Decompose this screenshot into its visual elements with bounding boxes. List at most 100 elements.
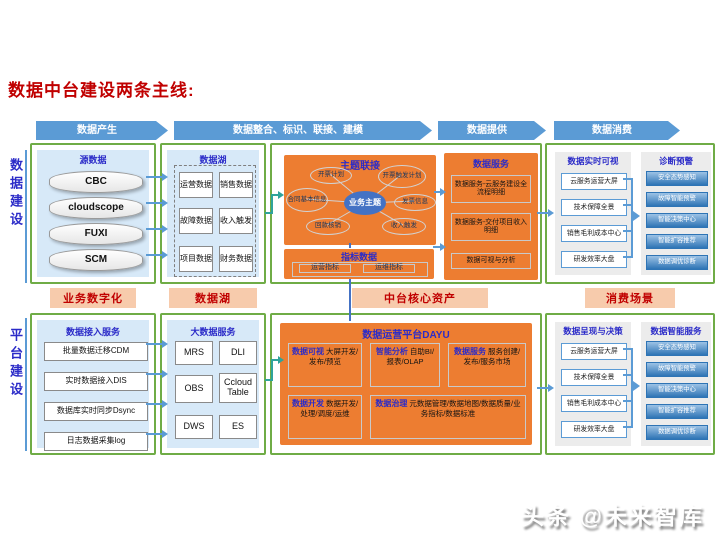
side-bracket-bottom — [25, 318, 27, 451]
bigdata-item: Ccloud Table — [219, 373, 257, 403]
connector-realtime — [623, 230, 632, 232]
diagnosis-item: 数据调优诊断 — [646, 255, 708, 270]
cylinder-cbc: CBC — [49, 171, 143, 193]
dayu-module: 智能分析自助BI/报表/OLAP — [370, 343, 440, 387]
band-business-digital: 业务数字化 — [50, 288, 136, 308]
bigdata-title: 大数据服务 — [190, 327, 236, 337]
presentation-item: 技术保障全景 — [561, 369, 627, 386]
lake-item: 项目数据 — [179, 246, 213, 272]
realtime-item: 研发效率大盘 — [561, 251, 627, 268]
connector-bigdata-to-dayu — [271, 359, 279, 361]
dayu-module-desc: 服务创建/发布/服务市场 — [463, 347, 521, 367]
bigdata-item: DLI — [219, 341, 257, 365]
watermark: 头条 @未来智库 — [521, 503, 704, 529]
section-data-access: 数据接入服务 批量数据迁移CDM 实时数据接入DIS 数据库实时同步Dsync … — [30, 313, 156, 455]
arrow-access-to-bigdata — [146, 430, 168, 438]
data-lake-title: 数据湖 — [199, 155, 227, 165]
band-data-lake: 数据湖 — [169, 288, 257, 308]
dayu-module-desc: 元数据管理/数据地图/数据质量/业务指标/数据标准 — [409, 399, 521, 419]
arrow-indicator-to-service — [433, 243, 446, 251]
section-consume-top: 数据实时可视 云服务运营大屏 技术保障全景 销售毛利成本中心 研发效率大盘 诊断… — [545, 143, 715, 284]
arrow-subject-to-service — [434, 188, 446, 196]
subject-node: 回款核销 — [306, 218, 350, 235]
bigdata-item: MRS — [175, 341, 213, 365]
connector-lake-to-subject — [271, 194, 273, 214]
connector-presentation — [623, 348, 632, 350]
arrow-service-to-consume — [537, 209, 554, 217]
intelligent-title: 数据智能服务 — [650, 326, 702, 336]
connector-bigdata-to-dayu — [265, 379, 273, 381]
intelligent-item: 智能决策中心 — [646, 383, 708, 398]
dayu-module: 数据开发数据开发/处理/调度/运维 — [288, 395, 362, 439]
section-consume-bottom: 数据呈现与决策 云服务运营大屏 技术保障全景 销售毛利成本中心 研发效率大盘 数… — [545, 313, 715, 455]
section-data-lake: 数据湖 运营数据 销售数据 故障数据 收入触发 项目数据 财务数据 — [160, 143, 266, 284]
subject-node: 开票计划 — [310, 167, 352, 184]
band-core-assets: 中台核心资产 — [352, 288, 488, 308]
diagnosis-item: 故障智能预警 — [646, 192, 708, 207]
dayu-title: 数据运营平台DAYU — [362, 330, 450, 341]
diagnosis-item: 智能扩容推荐 — [646, 234, 708, 249]
diagnosis-title: 诊断预警 — [658, 156, 693, 166]
cylinder-fuxi: FUXI — [49, 223, 143, 245]
connector-lake-to-subject — [265, 212, 273, 214]
arrow-source-to-lake — [146, 199, 168, 207]
indicator-item: 运营指标 — [299, 264, 351, 273]
intelligent-item: 故障智能预警 — [646, 362, 708, 377]
lake-item: 收入触发 — [219, 208, 253, 234]
dayu-module-desc: 数据开发/处理/调度/运维 — [300, 399, 359, 419]
connector-realtime — [623, 204, 632, 206]
arrow-access-to-bigdata — [146, 340, 168, 348]
page-title: 数据中台建设两条主线: — [8, 81, 195, 100]
diagnosis-item: 安全态势感知 — [646, 171, 708, 186]
section-core-assets: 主题联接 业务主题 开票计划 开票触发计划 合同基本信息 发票信息 回款核销 收… — [270, 143, 542, 284]
realtime-item: 销售毛利成本中心 — [561, 225, 627, 242]
intelligent-item: 安全态势感知 — [646, 341, 708, 356]
diagnosis-column: 诊断预警 安全态势感知 故障智能预警 智能决策中心 智能扩容推荐 数据调优诊断 — [641, 152, 711, 275]
connector-indicator-to-dayu — [349, 279, 351, 321]
dayu-module: 数据可视大屏开发/发布/预览 — [288, 343, 362, 387]
subject-node: 发票信息 — [394, 194, 436, 211]
connector-realtime-head — [633, 211, 640, 221]
dayu-module-name: 数据可视 — [291, 347, 324, 356]
section-dayu: 数据运营平台DAYU 数据可视大屏开发/发布/预览 智能分析自助BI/报表/OL… — [270, 313, 542, 455]
connector-presentation — [623, 426, 632, 428]
connector-lake-to-subject-head — [278, 191, 284, 199]
indicator-title: 指标数据 — [340, 252, 377, 262]
connector-realtime — [623, 256, 632, 258]
indicator-item: 运维指标 — [363, 264, 415, 273]
dayu-box: 数据运营平台DAYU 数据可视大屏开发/发布/预览 智能分析自助BI/报表/OL… — [280, 323, 532, 445]
lake-item: 销售数据 — [219, 172, 253, 198]
flow-stage-produce: 数据产生 — [36, 121, 168, 140]
connector-presentation-vline — [631, 348, 633, 428]
dayu-module-name: 数据服务 — [453, 347, 486, 356]
intelligent-item: 智能扩容推荐 — [646, 404, 708, 419]
arrow-access-to-bigdata — [146, 370, 168, 378]
realtime-column: 数据实时可视 云服务运营大屏 技术保障全景 销售毛利成本中心 研发效率大盘 — [555, 152, 631, 275]
flow-stage-consume: 数据消费 — [554, 121, 680, 140]
data-service-title: 数据服务 — [472, 159, 509, 169]
side-label-data-build: 数据建设 — [8, 158, 23, 230]
data-service-item: 数据服务-交付项目收入明细 — [451, 213, 531, 241]
data-service-item: 数据可视与分析 — [451, 253, 531, 269]
data-access-panel: 数据接入服务 批量数据迁移CDM 实时数据接入DIS 数据库实时同步Dsync … — [37, 320, 149, 451]
connector-lake-to-subject — [271, 194, 279, 196]
source-data-title: 源数据 — [79, 155, 107, 165]
subject-node: 合同基本信息 — [286, 188, 328, 212]
access-item: 数据库实时同步Dsync — [44, 402, 148, 421]
dayu-module: 数据服务服务创建/发布/服务市场 — [448, 343, 526, 387]
cylinder-scm: SCM — [49, 249, 143, 271]
dayu-module-name: 智能分析 — [375, 347, 408, 356]
connector-realtime — [623, 178, 632, 180]
realtime-item: 云服务运营大屏 — [561, 173, 627, 190]
realtime-title: 数据实时可视 — [567, 156, 619, 166]
access-item: 实时数据接入DIS — [44, 372, 148, 391]
presentation-item: 研发效率大盘 — [561, 421, 627, 438]
connector-bigdata-to-dayu-head — [278, 356, 284, 364]
diagnosis-item: 智能决策中心 — [646, 213, 708, 228]
flow-stage-integrate: 数据整合、标识、联接、建模 — [174, 121, 432, 140]
bigdata-item: OBS — [175, 375, 213, 403]
source-data-panel: 源数据 CBC cloudscope FUXI SCM — [37, 150, 149, 277]
subject-link-box: 主题联接 业务主题 开票计划 开票触发计划 合同基本信息 发票信息 回款核销 收… — [284, 155, 436, 245]
data-service-box: 数据服务 数据服务-云服务建设全流程明细 数据服务-交付项目收入明细 数据可视与… — [444, 153, 538, 280]
